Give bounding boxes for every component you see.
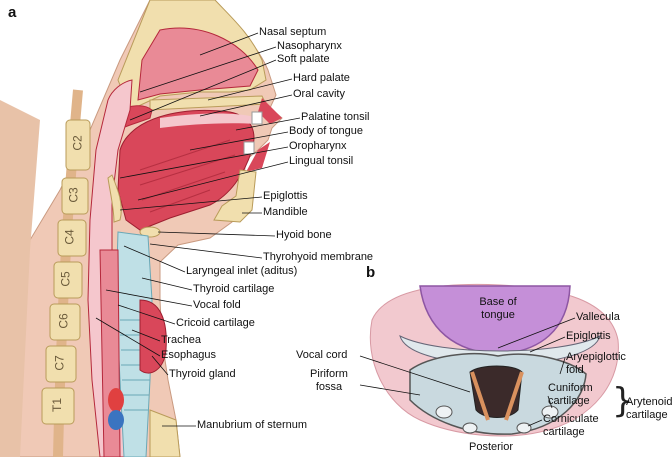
label-piriform-fossa: Piriform fossa <box>310 368 348 393</box>
label-nasopharynx: Nasopharynx <box>277 40 342 52</box>
label-oropharynx: Oropharynx <box>289 140 347 152</box>
vocal-cord-left <box>470 371 490 421</box>
label-vallecula: Vallecula <box>576 311 620 323</box>
nasal-cavity <box>137 27 259 101</box>
label-epiglottis-b: Epiglottis <box>566 330 611 342</box>
panel-b-illustration <box>369 283 619 437</box>
label-corniculate-cartilage: Corniculate cartilage <box>543 413 599 438</box>
brace: } <box>612 381 634 421</box>
label-aryepiglottic-fold: Aryepiglottic fold <box>566 351 626 376</box>
label-nasal-septum: Nasal septum <box>259 26 327 38</box>
label-esophagus: Esophagus <box>161 349 217 361</box>
vertebra-t1 <box>41 387 75 425</box>
label-mandible: Mandible <box>263 206 308 218</box>
label-hyoid-bone: Hyoid bone <box>276 229 332 241</box>
corniculate-cartilage-left <box>462 422 478 434</box>
vertebral-column <box>41 89 91 457</box>
oral-cavity <box>160 113 258 128</box>
cuniform-cartilage-right <box>541 405 559 419</box>
lower-lip <box>246 142 270 172</box>
tongue-muscle-fibers <box>139 139 236 213</box>
panel-letter-a: a <box>8 4 17 21</box>
vertebra-label-c6: C6 <box>56 313 71 329</box>
label-vocal-fold: Vocal fold <box>193 299 241 311</box>
vertebra-c4 <box>57 219 87 257</box>
vertebra-label-c5: C5 <box>58 271 73 287</box>
vertebra-c6 <box>49 303 81 341</box>
label-epiglottis-a: Epiglottis <box>263 190 308 202</box>
label-palatine-tonsil: Palatine tonsil <box>301 111 370 123</box>
label-posterior: Posterior <box>469 441 514 453</box>
epiglottis <box>107 174 122 223</box>
mandible-bone <box>213 169 257 223</box>
vocal-cord-right <box>504 371 524 421</box>
panel-letter-b: b <box>366 264 376 281</box>
leader-lines <box>95 32 576 427</box>
label-thyrohyoid-membrane: Thyrohyoid membrane <box>263 251 374 263</box>
label-thyroid-gland: Thyroid gland <box>169 368 236 380</box>
label-base-of-tongue: Base of tongue <box>479 296 517 321</box>
upper-teeth <box>251 111 263 125</box>
label-laryngeal-inlet: Laryngeal inlet (aditus) <box>186 265 298 277</box>
label-hard-palate: Hard palate <box>293 72 350 84</box>
trachea-rings <box>120 319 150 411</box>
panel-a-illustration <box>0 0 283 457</box>
label-thyroid-cartilage: Thyroid cartilage <box>193 283 275 295</box>
label-body-of-tongue: Body of tongue <box>289 125 364 137</box>
vertebra-label-c3: C3 <box>66 187 81 203</box>
label-manubrium: Manubrium of sternum <box>197 419 308 431</box>
vessel-red <box>108 388 124 412</box>
label-arytenoid-cartilage: Arytenoid cartilage <box>626 396 672 421</box>
vessel-blue <box>108 410 124 430</box>
corniculate-cartilage-right <box>516 422 532 434</box>
vertebra-c7 <box>45 345 77 383</box>
vertebra-c3 <box>61 177 89 215</box>
manubrium-bone <box>149 409 181 457</box>
label-vocal-cord: Vocal cord <box>296 349 348 361</box>
vertebra-label-c4: C4 <box>62 229 77 245</box>
thyroid-gland-shape <box>139 299 167 374</box>
label-lingual-tonsil: Lingual tonsil <box>289 155 354 167</box>
vertebra-label-c2: C2 <box>70 135 85 151</box>
label-cricoid-cartilage: Cricoid cartilage <box>176 317 255 329</box>
vertebra-label-t1: T1 <box>50 397 65 413</box>
upper-lip <box>258 98 282 124</box>
label-oral-cavity: Oral cavity <box>293 88 345 100</box>
vertebra-label-c7: C7 <box>52 355 67 371</box>
vertebra-c5 <box>53 261 83 299</box>
lower-teeth <box>243 141 255 155</box>
label-cuniform-cartilage: Cuniform cartilage <box>548 382 593 407</box>
posterior-neck <box>0 100 40 457</box>
label-soft-palate: Soft palate <box>277 53 330 65</box>
cuniform-cartilage-left <box>435 405 453 419</box>
vertebra-c2 <box>65 119 91 171</box>
label-trachea: Trachea <box>161 334 201 346</box>
